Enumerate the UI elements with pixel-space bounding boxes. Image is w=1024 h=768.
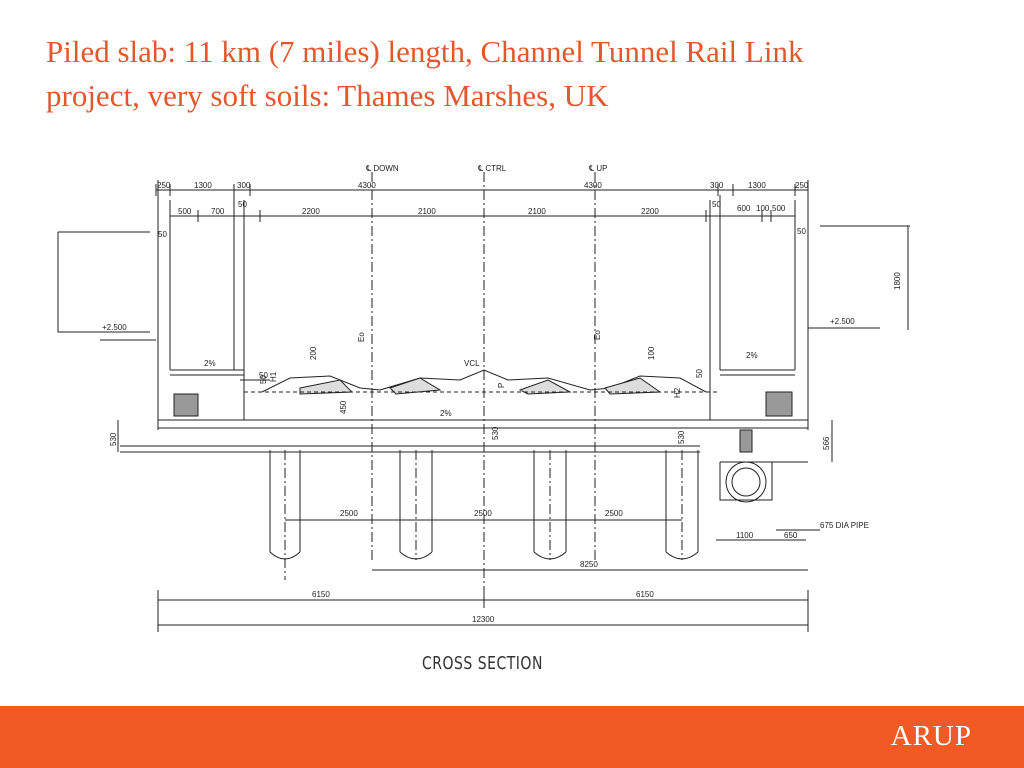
centerline-down-label: ℄ DOWN bbox=[365, 164, 399, 173]
dim-label: 450 bbox=[339, 400, 348, 414]
slope-label: 2% bbox=[746, 351, 758, 360]
dim-label: 50 bbox=[712, 200, 721, 209]
dim-label: 50 bbox=[797, 227, 806, 236]
dim-label: 200 bbox=[309, 346, 318, 360]
slope-label: 2% bbox=[204, 359, 216, 368]
dim-label: 530 bbox=[677, 430, 686, 444]
dim-label: 2200 bbox=[641, 207, 659, 216]
dim-label: 2500 bbox=[605, 509, 623, 518]
title-line-1: Piled slab: 11 km (7 miles) length, Chan… bbox=[46, 34, 804, 69]
title-line-2: project, very soft soils: Thames Marshes… bbox=[46, 78, 609, 113]
dim-label: 300 bbox=[710, 181, 724, 190]
dim-label: 500 bbox=[178, 207, 192, 216]
dim-label: 600 bbox=[737, 204, 751, 213]
dim-label: 6150 bbox=[636, 590, 654, 599]
footer-bar: ARUP bbox=[0, 706, 1024, 768]
dim-label: 530 bbox=[491, 426, 500, 440]
mark-label: Eo bbox=[357, 332, 366, 342]
drawing-caption: CROSS SECTION bbox=[422, 654, 543, 674]
mark-label: Eo bbox=[593, 330, 602, 340]
centerline-ctrl-label: ℄ CTRL bbox=[477, 164, 507, 173]
right-wall bbox=[709, 180, 809, 430]
arup-logo: ARUP bbox=[890, 720, 972, 752]
dim-label: 500 bbox=[772, 204, 786, 213]
drain-pipe bbox=[725, 461, 767, 503]
dim-label: 50 bbox=[158, 230, 167, 239]
left-ground-box bbox=[57, 231, 150, 333]
cross-section-drawing: ℄ DOWN ℄ CTRL ℄ UP 250 1300 300 4300 430… bbox=[57, 164, 910, 632]
dim-label: 50 bbox=[259, 375, 268, 384]
dim-label: 100 bbox=[756, 204, 770, 213]
dim-label: 700 bbox=[211, 207, 225, 216]
level-label-right: +2.500 bbox=[830, 317, 855, 326]
dim-label: 1300 bbox=[194, 181, 212, 190]
level-label-left: +2.500 bbox=[102, 323, 127, 332]
dim-label: 8250 bbox=[580, 560, 598, 569]
mark-label: P bbox=[497, 383, 506, 388]
dim-label: 50 bbox=[695, 369, 704, 378]
mark-label: H1 bbox=[269, 371, 278, 382]
dim-label: 12300 bbox=[472, 615, 495, 624]
pipe-label: 675 DIA PIPE bbox=[820, 521, 869, 530]
dim-label: 2500 bbox=[474, 509, 492, 518]
dim-label: 1100 bbox=[736, 531, 754, 540]
mark-label: H2 bbox=[673, 387, 682, 398]
dim-label: 6150 bbox=[312, 590, 330, 599]
dim-label: 2500 bbox=[340, 509, 358, 518]
dim-label: 250 bbox=[157, 181, 171, 190]
dim-label: 4300 bbox=[358, 181, 376, 190]
centerline-up-label: ℄ UP bbox=[588, 164, 607, 173]
dim-label: 2200 bbox=[302, 207, 320, 216]
dim-label: 4300 bbox=[584, 181, 602, 190]
pipe-trench bbox=[719, 462, 773, 501]
dim-label: 300 bbox=[237, 181, 251, 190]
dim-label: 250 bbox=[795, 181, 809, 190]
slope-label: 2% bbox=[440, 409, 452, 418]
dim-label: 100 bbox=[647, 346, 656, 360]
slide-title: Piled slab: 11 km (7 miles) length, Chan… bbox=[46, 30, 996, 118]
dim-label: 50 bbox=[259, 371, 268, 380]
left-drain-block bbox=[173, 393, 199, 417]
mark-label: VCL bbox=[464, 359, 480, 368]
dim-label: 1800 bbox=[893, 272, 902, 290]
right-drain-block bbox=[765, 391, 793, 417]
dim-label: 650 bbox=[784, 531, 798, 540]
dim-label: 2100 bbox=[418, 207, 436, 216]
slab bbox=[158, 419, 808, 429]
dim-label: 2100 bbox=[528, 207, 546, 216]
dim-label: 566 bbox=[822, 436, 831, 450]
dim-label: 1300 bbox=[748, 181, 766, 190]
dim-label: 530 bbox=[109, 432, 118, 446]
dim-label: 50 bbox=[238, 200, 247, 209]
left-wall bbox=[157, 180, 245, 430]
